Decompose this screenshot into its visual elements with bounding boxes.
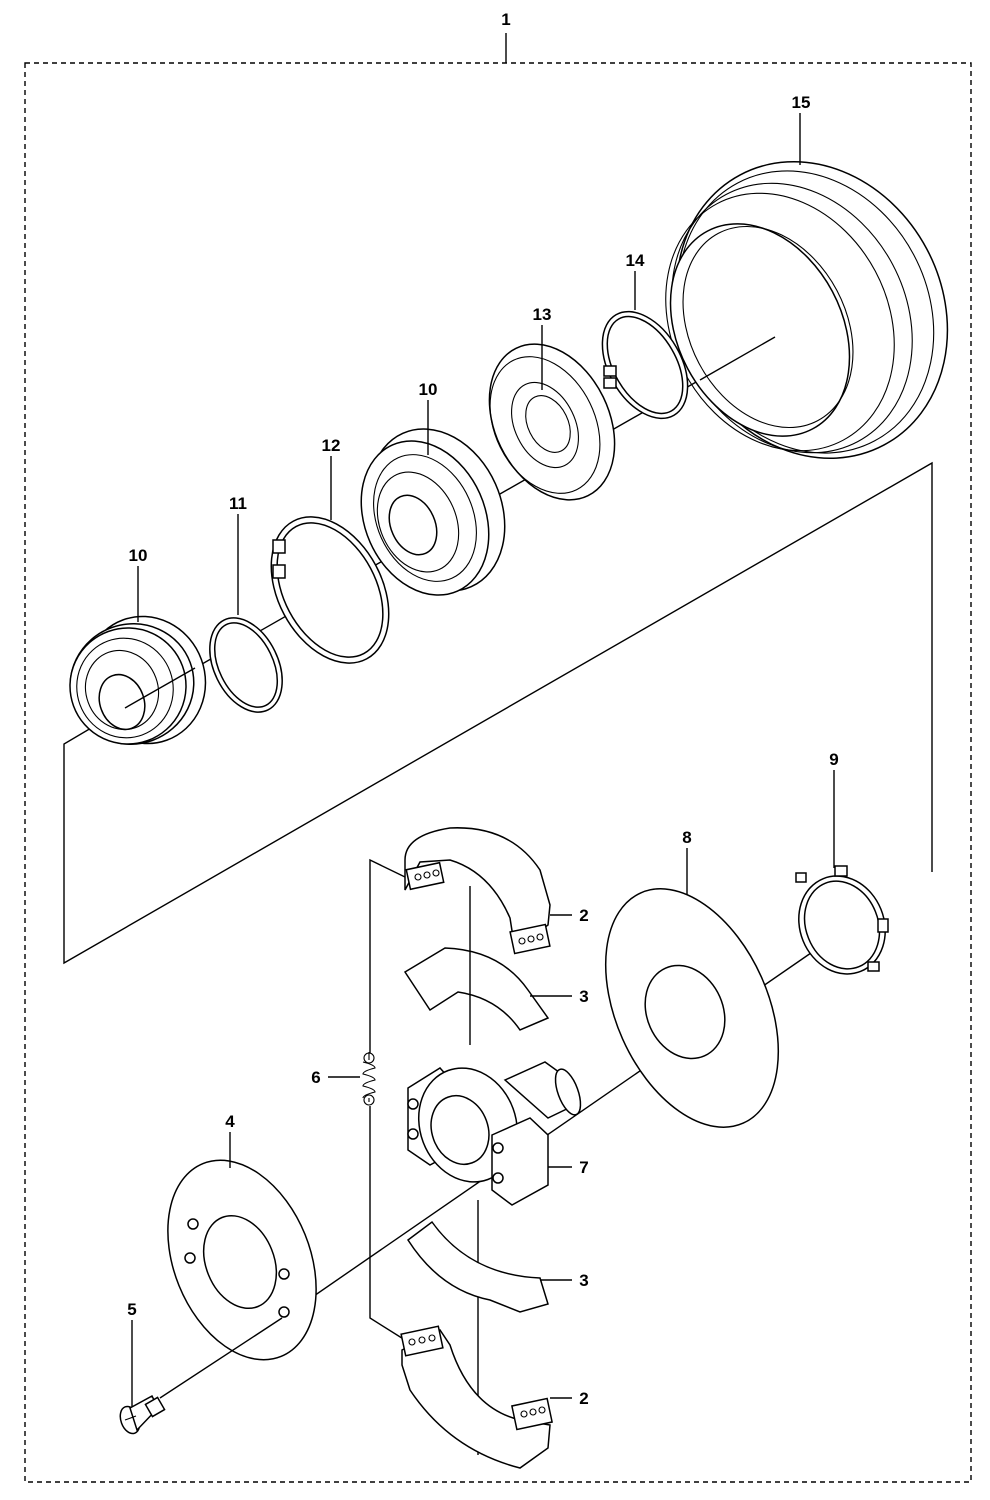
clutch-drum <box>665 161 949 459</box>
callout-14: 14 <box>626 251 645 270</box>
callout-8: 8 <box>682 828 691 847</box>
assembly-boundary <box>24 62 972 1483</box>
callout-2-upper: 2 <box>579 906 588 925</box>
clutch-shoe-upper <box>404 827 551 955</box>
axis-connector <box>63 461 933 965</box>
callout-12: 12 <box>322 436 341 455</box>
callout-4: 4 <box>225 1112 235 1131</box>
screw <box>119 1394 166 1435</box>
callout-13: 13 <box>533 305 552 324</box>
screw-axis <box>159 1317 283 1399</box>
lock-washer <box>795 865 889 975</box>
seal-washer <box>488 343 616 501</box>
clutch-plate <box>604 888 780 1128</box>
callout-11: 11 <box>229 494 247 513</box>
callout-10-upper: 10 <box>419 380 438 399</box>
circlip-large <box>270 516 390 664</box>
ball-bearing-upper <box>360 428 506 596</box>
cover-plate <box>167 1159 317 1361</box>
callout-2-lower: 2 <box>579 1389 588 1408</box>
callout-15: 15 <box>792 93 811 112</box>
clutch-hub <box>407 1061 582 1206</box>
callout-3-upper: 3 <box>579 987 588 1006</box>
clutch-shoe-lower <box>400 1325 553 1469</box>
spring <box>362 1052 376 1106</box>
circlip-small <box>601 310 689 420</box>
spring-leader-upper <box>369 858 406 1053</box>
clutch-lining-upper <box>403 947 550 1031</box>
callout-3-lower: 3 <box>579 1271 588 1290</box>
callout-10-lower: 10 <box>129 546 148 565</box>
callout-7: 7 <box>579 1158 588 1177</box>
axis-lower-bearing <box>124 667 196 709</box>
callout-1: 1 <box>501 10 510 29</box>
ball-bearing-lower <box>69 615 207 745</box>
callout-6: 6 <box>311 1068 320 1087</box>
callout-9: 9 <box>829 750 838 769</box>
axis-in-drum <box>699 336 776 381</box>
callout-5: 5 <box>127 1300 136 1319</box>
spring-leader-lower <box>369 1106 406 1341</box>
clutch-lining-lower <box>406 1220 549 1313</box>
spacer-ring <box>209 617 283 713</box>
